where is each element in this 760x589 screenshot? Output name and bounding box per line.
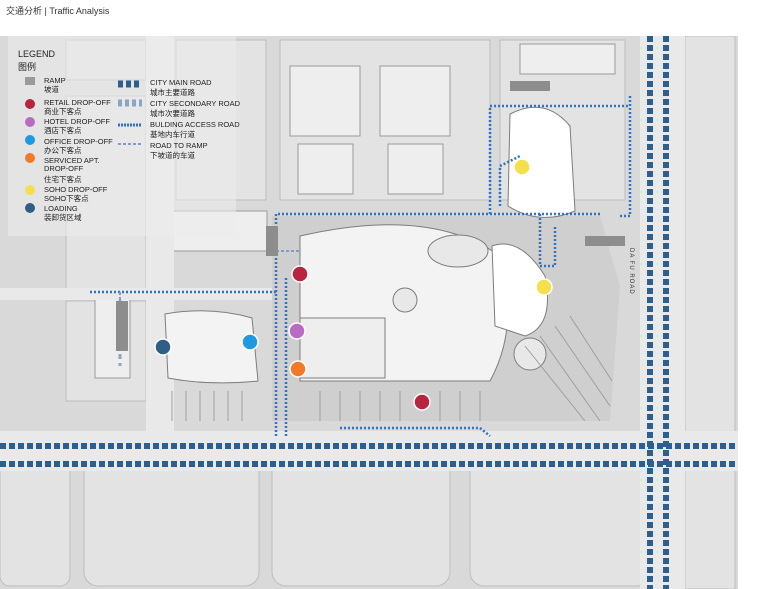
drop-off-markers <box>154 158 553 411</box>
legend-office-en: OFFICE DROP-OFF <box>44 137 113 146</box>
ramp-icon <box>25 77 35 85</box>
legend-office-zh: 办公下客点 <box>44 146 82 155</box>
loading-icon <box>25 203 35 213</box>
site-ground <box>164 106 620 421</box>
legend-access-zh: 基地内车行道 <box>150 130 195 139</box>
legend-toramp-en: ROAD TO RAMP <box>150 141 208 150</box>
road-label-da-fu: DA FU ROAD <box>628 248 634 295</box>
legend-main-zh: 城市主要道路 <box>150 88 195 97</box>
legend-soho-zh: SOHO下客点 <box>44 194 89 203</box>
legend-title-en: LEGEND <box>18 49 56 59</box>
legend-main-en: CITY MAIN ROAD <box>150 78 212 87</box>
legend-title-zh: 图例 <box>18 62 37 72</box>
legend-soho-en: SOHO DROP-OFF <box>44 185 108 194</box>
loading-marker <box>154 338 172 356</box>
serviced-apt-drop-off-icon <box>25 153 35 163</box>
legend-retail-zh: 商业下客点 <box>44 107 82 116</box>
parking-stripes <box>171 315 613 422</box>
legend-ramp-en: RAMP <box>44 76 66 85</box>
city-main-road <box>0 36 738 589</box>
legend-point-symbols <box>25 77 35 213</box>
site-traffic-plan <box>0 36 760 589</box>
legend-secondary-en: CITY SECONDARY ROAD <box>150 99 241 108</box>
legend-serviced-zh: 住宅下客点 <box>44 175 82 184</box>
legend-toramp-zh: 下坡道的车道 <box>150 151 195 160</box>
retail-marker <box>413 393 431 411</box>
legend-ramp-zh: 坡道 <box>44 85 59 94</box>
ramps <box>116 81 625 351</box>
retail-marker <box>291 265 309 283</box>
legend-secondary-zh: 城市次要道路 <box>150 109 195 118</box>
building-access-road <box>90 96 632 437</box>
soho-marker <box>513 158 531 176</box>
legend-loading-zh: 装卸货区域 <box>44 213 82 222</box>
hotel-marker <box>288 322 306 340</box>
hotel-drop-off-icon <box>25 117 35 127</box>
legend-panel <box>8 36 236 236</box>
soho-drop-off-icon <box>25 185 35 195</box>
legend-retail-en: RETAIL DROP-OFF <box>44 98 111 107</box>
legend-hotel-en: HOTEL DROP-OFF <box>44 117 110 126</box>
page-title: 交通分析 | Traffic Analysis <box>6 6 110 16</box>
legend-access-en: BULDING ACCESS ROAD <box>150 120 240 129</box>
legend-hotel-zh: 酒店下客点 <box>44 126 82 135</box>
office-drop-off-icon <box>25 135 35 145</box>
legend-road-symbols <box>118 80 142 145</box>
office-marker <box>241 333 259 351</box>
legend-serviced-en: SERVICED APT. DROP-OFF <box>44 156 100 173</box>
soho-marker <box>535 278 553 296</box>
serviced-marker <box>289 360 307 378</box>
legend-loading-en: LOADING <box>44 204 78 213</box>
retail-drop-off-icon <box>25 99 35 109</box>
